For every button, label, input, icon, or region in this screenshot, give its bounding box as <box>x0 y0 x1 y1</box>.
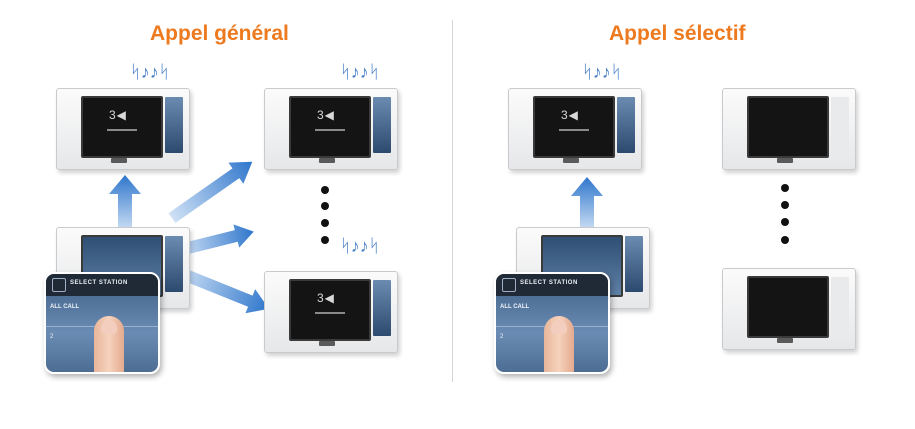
ringing-sound-icon: ᛋ♪♪ᛋ <box>340 62 380 82</box>
speaker-icon: 3◀ <box>109 108 127 122</box>
station-icon <box>502 278 516 292</box>
monitor-top-right: 3◀ <box>264 88 398 170</box>
arrow-up-icon <box>571 177 603 232</box>
title-general-call: Appel général <box>150 22 289 45</box>
panel-header: SELECT STATION <box>520 280 578 286</box>
panel-header: SELECT STATION <box>70 280 128 286</box>
speaker-icon: 3◀ <box>317 108 335 122</box>
title-selective-call: Appel sélectif <box>609 22 746 45</box>
ringing-sound-icon: ᛋ♪♪ᛋ <box>340 236 380 256</box>
arrow-lower-right-icon <box>175 266 269 314</box>
station-icon <box>52 278 66 292</box>
speaker-icon: 3◀ <box>317 291 335 305</box>
monitor-idle-bottom <box>722 268 856 350</box>
ringing-sound-icon: ᛋ♪♪ᛋ <box>130 62 170 82</box>
panel-row-2[interactable]: 2 <box>500 334 504 340</box>
arrow-up-icon <box>109 175 141 232</box>
monitor-bottom-right: 3◀ <box>264 271 398 353</box>
arrow-upper-right-icon <box>168 161 253 223</box>
section-divider <box>452 20 453 382</box>
ringing-sound-icon: ᛋ♪♪ᛋ <box>582 62 622 82</box>
touch-panel-selective[interactable]: SELECT STATION ALL CALL 2 <box>494 272 610 374</box>
speaker-icon: 3◀ <box>561 108 579 122</box>
monitor-idle-top <box>722 88 856 170</box>
panel-row-all-call[interactable]: ALL CALL <box>500 304 530 310</box>
arrow-right-icon <box>178 224 254 256</box>
monitor-top-left: 3◀ <box>56 88 190 170</box>
panel-row-all-call[interactable]: ALL CALL <box>50 304 80 310</box>
panel-row-2[interactable]: 2 <box>50 334 54 340</box>
touch-panel-general[interactable]: SELECT STATION ALL CALL 2 <box>44 272 160 374</box>
monitor-selected: 3◀ <box>508 88 642 170</box>
